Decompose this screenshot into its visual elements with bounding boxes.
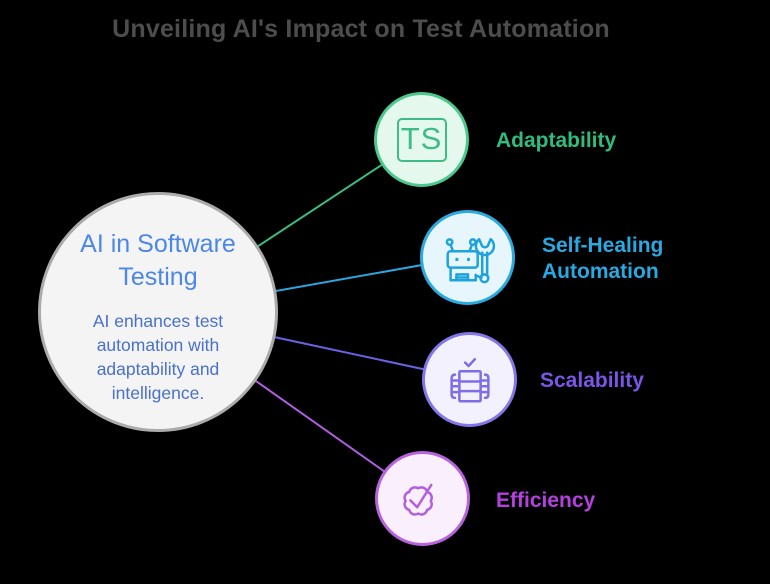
node-efficiency [375, 451, 470, 546]
node-scalability [422, 332, 517, 427]
robot-wrench-icon [445, 237, 495, 283]
node-self-healing [420, 210, 515, 305]
ts-badge-icon: TS [396, 117, 447, 162]
page-title: Unveiling AI's Impact on Test Automation [112, 15, 610, 43]
hub-heading: AI in Software Testing [80, 229, 236, 291]
hub-description: AI enhances test automation with adaptab… [92, 310, 224, 403]
label-scalability: Scalability [540, 369, 644, 392]
label-adaptability: Adaptability [496, 129, 617, 152]
server-stack-check-icon [449, 357, 490, 403]
label-efficiency: Efficiency [496, 489, 596, 512]
hub-circle: AI in Software Testing AI enhances test … [38, 192, 278, 432]
badge-check-icon [402, 483, 433, 516]
node-adaptability: TS [374, 92, 469, 187]
label-self-healing: Self-Healing Automation [542, 234, 664, 283]
